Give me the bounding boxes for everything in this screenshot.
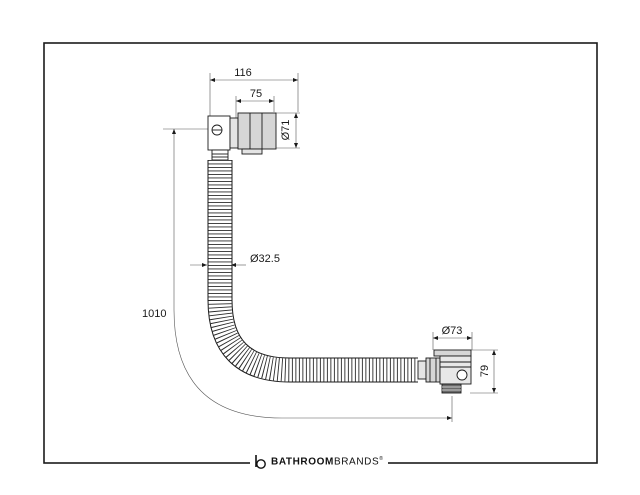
brand-b-icon xyxy=(255,455,266,469)
dimension-arrows xyxy=(172,78,496,420)
dim-body-width: 75 xyxy=(250,88,262,100)
dimension-lines xyxy=(163,73,498,422)
brand-logo: BATHROOMBRANDS® xyxy=(250,452,388,472)
brand-registered-mark: ® xyxy=(379,456,384,463)
brand-name: BATHROOMBRANDS® xyxy=(271,456,384,467)
dim-waste-diameter: Ø73 xyxy=(442,325,463,337)
dim-waste-height: 79 xyxy=(479,365,491,377)
waste-fitting xyxy=(417,349,472,394)
overflow-head xyxy=(207,112,277,161)
dim-overflow-diameter: Ø71 xyxy=(280,120,292,141)
dim-hose-diameter: Ø32.5 xyxy=(250,253,280,265)
dim-length: 1010 xyxy=(142,308,166,320)
drawing-frame xyxy=(43,42,598,464)
flexible-hose xyxy=(207,160,418,383)
brand-name-light: BRANDS xyxy=(333,456,380,468)
brand-name-bold: BATHROOM xyxy=(271,456,334,468)
dim-overall-width: 116 xyxy=(234,67,252,79)
